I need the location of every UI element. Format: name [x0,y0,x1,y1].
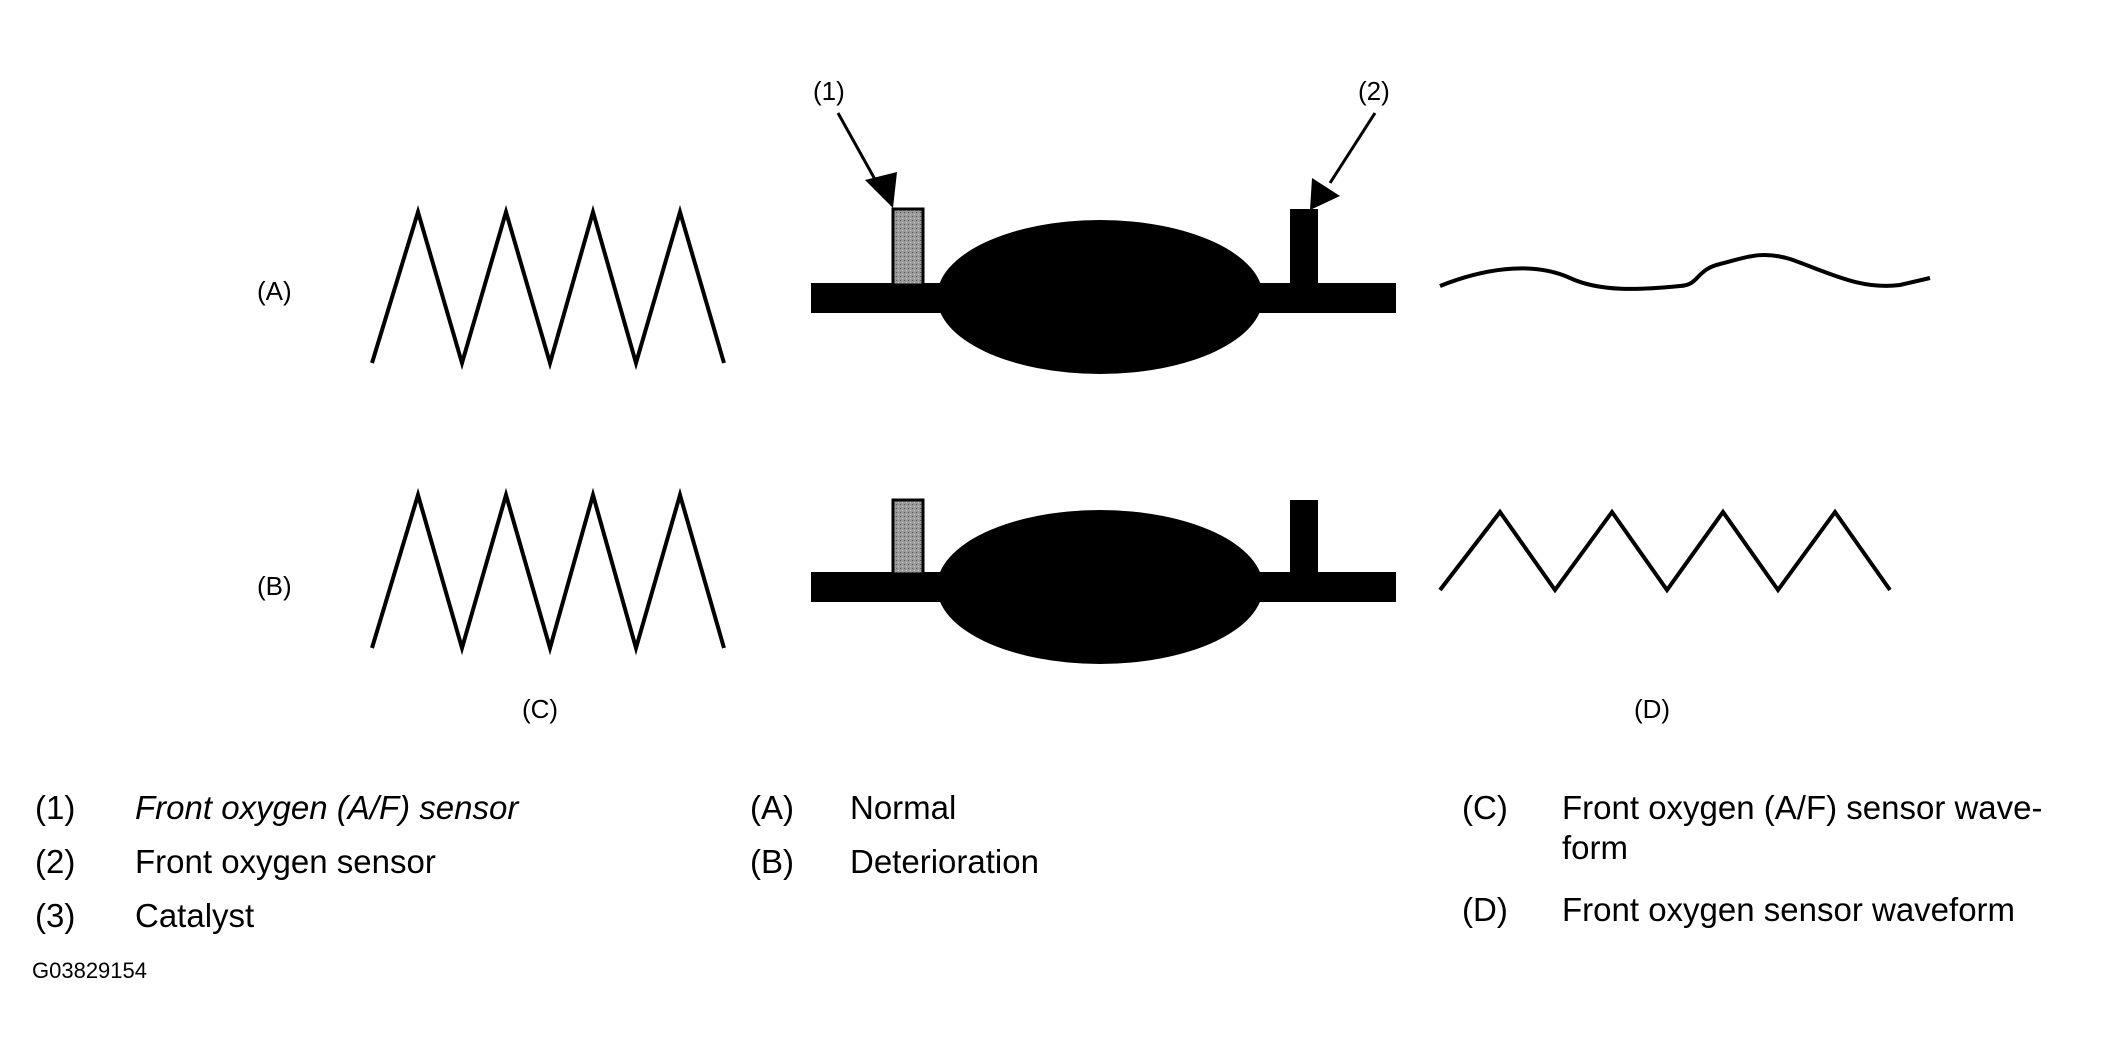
legend-key: (A) [750,789,794,826]
af-sensor-waveform-normal [370,204,726,371]
legend-text: Normal [850,789,957,826]
legend-key: (D) [1462,891,1508,928]
exhaust-assembly-deteriorated [811,498,1396,664]
legend-key: (2) [35,843,76,880]
callout-sensor-2: (2) [1358,76,1390,106]
catalyst [937,510,1263,664]
legend-key: (1) [35,789,76,826]
legend-text: Catalyst [135,897,255,934]
figure-id: G03829154 [32,958,147,983]
front-oxygen-sensor [1290,500,1318,574]
af-sensor-waveform-deteriorated [370,487,726,656]
front-oxygen-sensor [1290,209,1318,285]
row-label-a: (A) [257,276,292,306]
exhaust-assembly-normal [811,207,1396,374]
legend-key: (C) [1462,789,1508,826]
leader-arrow-1 [836,112,897,208]
catalyst [937,220,1263,374]
column-label-c: (C) [522,694,558,724]
callout-sensor-1: (1) [813,76,845,106]
oxygen-sensor-waveform-deteriorated [1438,508,1892,594]
legend-text: Front oxygen (A/F) sensor [135,789,519,826]
front-af-sensor [891,498,925,576]
legend-text: Front oxygen sensor waveform [1562,891,2016,928]
row-label-b: (B) [257,571,292,601]
legend-key: (B) [750,843,794,880]
oxygen-sensor-waveform-normal [1439,252,1931,291]
legend-text: Deterioration [850,843,1039,880]
column-label-d: (D) [1634,694,1670,724]
leader-arrow-2 [1310,112,1377,210]
front-af-sensor [891,207,925,287]
legend-key: (3) [35,897,76,934]
legend-text: Front oxygen sensor [135,843,436,880]
legend-text: Front oxygen (A/F) sensor wave-form [1562,789,2043,866]
